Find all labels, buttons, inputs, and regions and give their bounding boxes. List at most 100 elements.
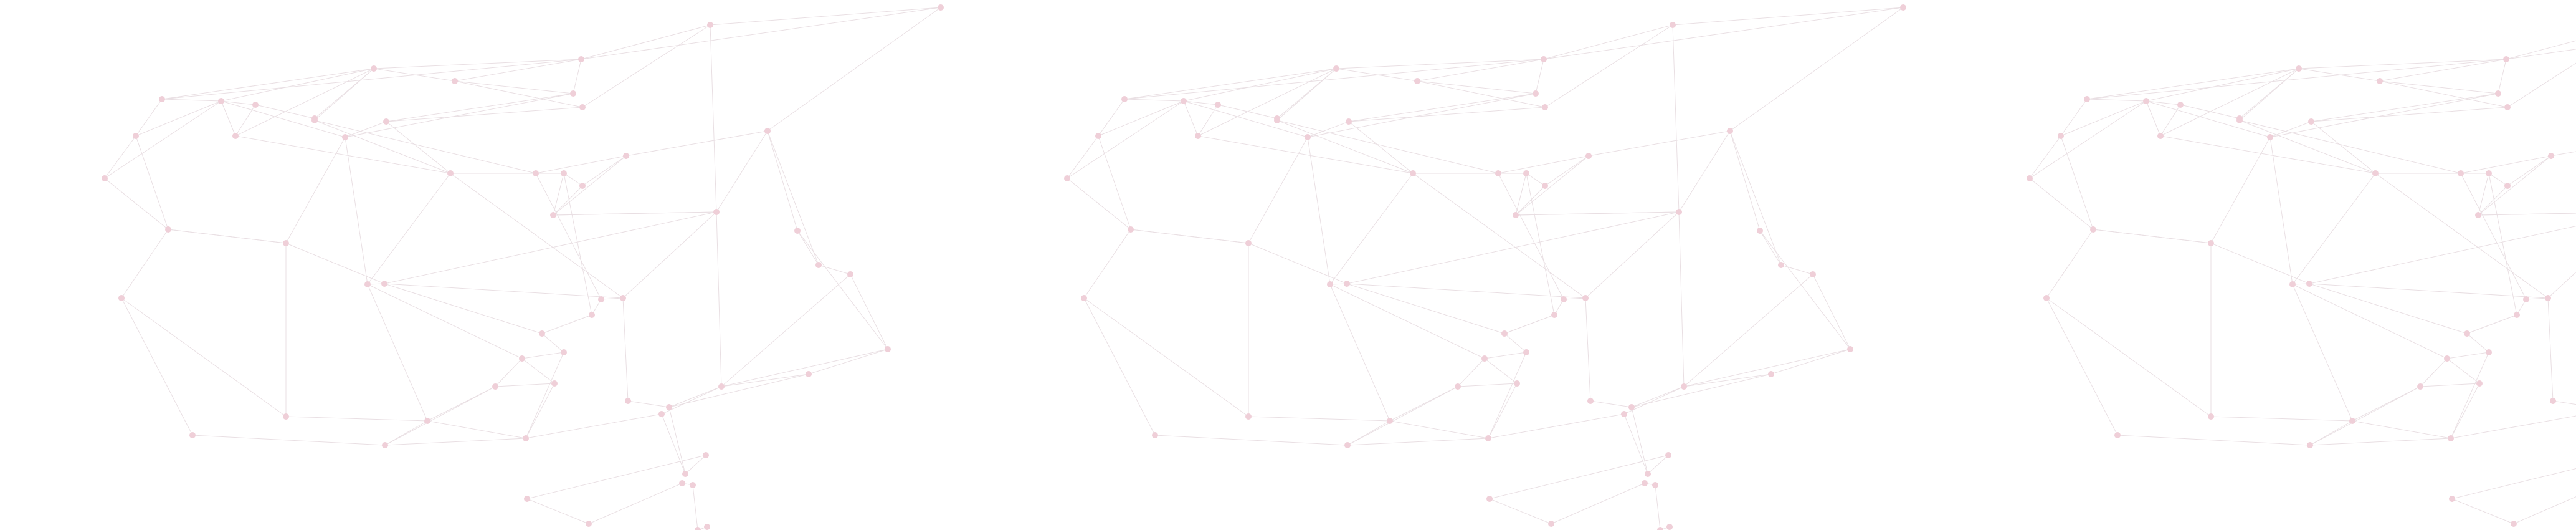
- network-line: [1183, 100, 1219, 105]
- network-node: [1582, 295, 1589, 301]
- network-line: [2507, 155, 2552, 186]
- network-line: [2309, 386, 2421, 446]
- network-line: [1130, 229, 1249, 244]
- network-line: [1544, 24, 1673, 108]
- network-node: [658, 411, 665, 417]
- network-line: [2552, 400, 2576, 405]
- network-line: [221, 100, 346, 138]
- network-line: [2060, 135, 2094, 230]
- network-line: [1197, 135, 1414, 174]
- network-line: [541, 333, 564, 353]
- network-node: [1064, 175, 1070, 181]
- network-line: [1590, 400, 1632, 408]
- network-line: [535, 173, 602, 300]
- network-line: [2093, 229, 2212, 244]
- network-line: [1683, 349, 1851, 387]
- network-line: [767, 7, 941, 132]
- network-node: [165, 226, 171, 233]
- network-line: [2086, 68, 2299, 100]
- network-line: [221, 100, 236, 137]
- network-node: [695, 527, 701, 530]
- network-node: [1495, 170, 1501, 176]
- network-line: [367, 173, 451, 285]
- network-line: [581, 7, 941, 60]
- network-node: [847, 271, 853, 277]
- network-node: [707, 22, 713, 28]
- network-line: [1515, 211, 1680, 216]
- network-node: [718, 383, 725, 390]
- network-line: [135, 135, 169, 230]
- network-line: [1098, 99, 1125, 137]
- network-line: [1631, 373, 1772, 408]
- network-line: [1083, 297, 1156, 436]
- network-line: [2269, 121, 2312, 138]
- network-node: [1541, 56, 1547, 62]
- network-line: [1585, 297, 1591, 402]
- network-line: [2309, 226, 2576, 284]
- network-node: [1514, 380, 1520, 387]
- network-line: [221, 100, 256, 105]
- network-node: [2449, 496, 2455, 502]
- network-node: [1414, 78, 1420, 84]
- network-line: [345, 121, 387, 138]
- network-node: [704, 524, 710, 530]
- network-line: [2146, 100, 2161, 137]
- network-line: [161, 68, 374, 100]
- network-line: [1678, 211, 1685, 387]
- network-line: [1655, 484, 1661, 530]
- network-line: [1672, 7, 1904, 26]
- network-node: [1778, 262, 1784, 268]
- network-line: [1526, 173, 1555, 316]
- network-line: [1183, 100, 1308, 138]
- network-line: [1417, 80, 1546, 108]
- network-line: [2478, 155, 2552, 216]
- network-node: [1481, 355, 1488, 362]
- network-node: [2296, 65, 2302, 72]
- network-node: [579, 183, 586, 189]
- network-line: [2352, 420, 2451, 439]
- network-line: [1498, 155, 1589, 174]
- network-node: [533, 170, 539, 176]
- network-line: [2086, 99, 2147, 102]
- network-node: [492, 383, 498, 390]
- network-node: [1551, 312, 1557, 318]
- network-line: [1759, 230, 1851, 350]
- network-node: [1533, 90, 1539, 97]
- network-line: [2466, 333, 2489, 353]
- network-line: [427, 420, 526, 439]
- network-line: [1631, 386, 1685, 408]
- network-line: [1672, 24, 1680, 213]
- network-line: [285, 243, 385, 284]
- network-node: [2545, 295, 2551, 301]
- network-line: [1083, 229, 1131, 299]
- network-line: [1067, 135, 1099, 179]
- network-line: [367, 284, 428, 422]
- network-line: [1631, 407, 1648, 475]
- network-line: [2488, 173, 2517, 316]
- network-line: [1307, 93, 1536, 138]
- network-node: [452, 78, 458, 84]
- network-line: [1588, 130, 1731, 157]
- network-line: [1329, 284, 1485, 359]
- network-line: [1812, 274, 1851, 350]
- network-line: [525, 383, 555, 439]
- network-node: [2177, 102, 2184, 108]
- network-line: [367, 284, 523, 359]
- network-line: [553, 173, 564, 216]
- network-line: [1347, 386, 1458, 446]
- network-node: [1645, 471, 1651, 477]
- network-line: [1276, 68, 1337, 121]
- network-line: [535, 155, 627, 174]
- network-node: [589, 312, 595, 318]
- network-line: [1770, 349, 1851, 375]
- network-line: [495, 358, 523, 387]
- network-line: [2060, 99, 2088, 137]
- network-node: [579, 104, 586, 110]
- network-node: [2377, 78, 2383, 84]
- network-node: [2267, 134, 2273, 140]
- network-line: [1515, 155, 1589, 216]
- network-line: [1348, 107, 1546, 122]
- network-line: [104, 100, 222, 179]
- network-line: [1759, 230, 1782, 266]
